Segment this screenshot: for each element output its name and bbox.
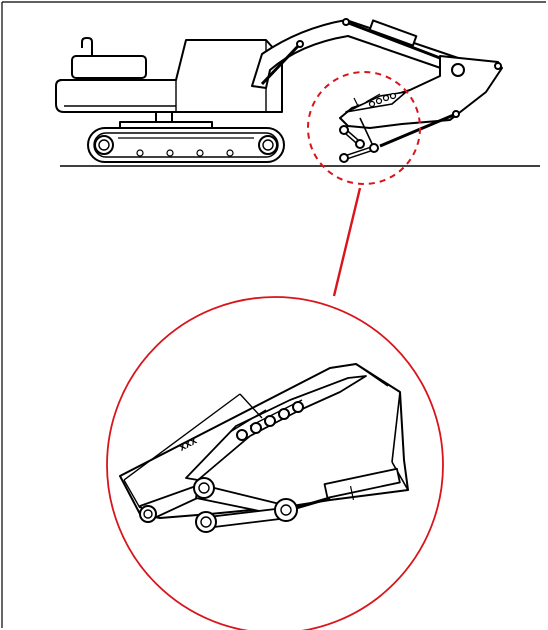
bucket-cylinder [379,112,457,148]
detail-linkage [139,477,298,533]
detail-cylinder [295,467,401,510]
exhaust-pipe [81,37,93,56]
enlarged-detail [119,363,409,533]
dimension-lines [123,393,263,509]
callout-dashed-circle [307,71,421,185]
arm-cylinder [345,20,441,60]
bucket-linkage [339,117,379,163]
callout [106,71,444,630]
boom-cylinder [260,42,302,86]
detail-label-small: xxx [351,102,361,111]
detail-bracket-plate [185,375,367,481]
upper-body [55,39,283,113]
arm [339,55,503,129]
engine-hood [71,55,147,79]
callout-leader-line [332,187,362,297]
callout-detail-circle [106,296,444,630]
excavator [55,18,503,163]
detail-arm [119,363,409,519]
detail-pin-holes [236,401,304,441]
